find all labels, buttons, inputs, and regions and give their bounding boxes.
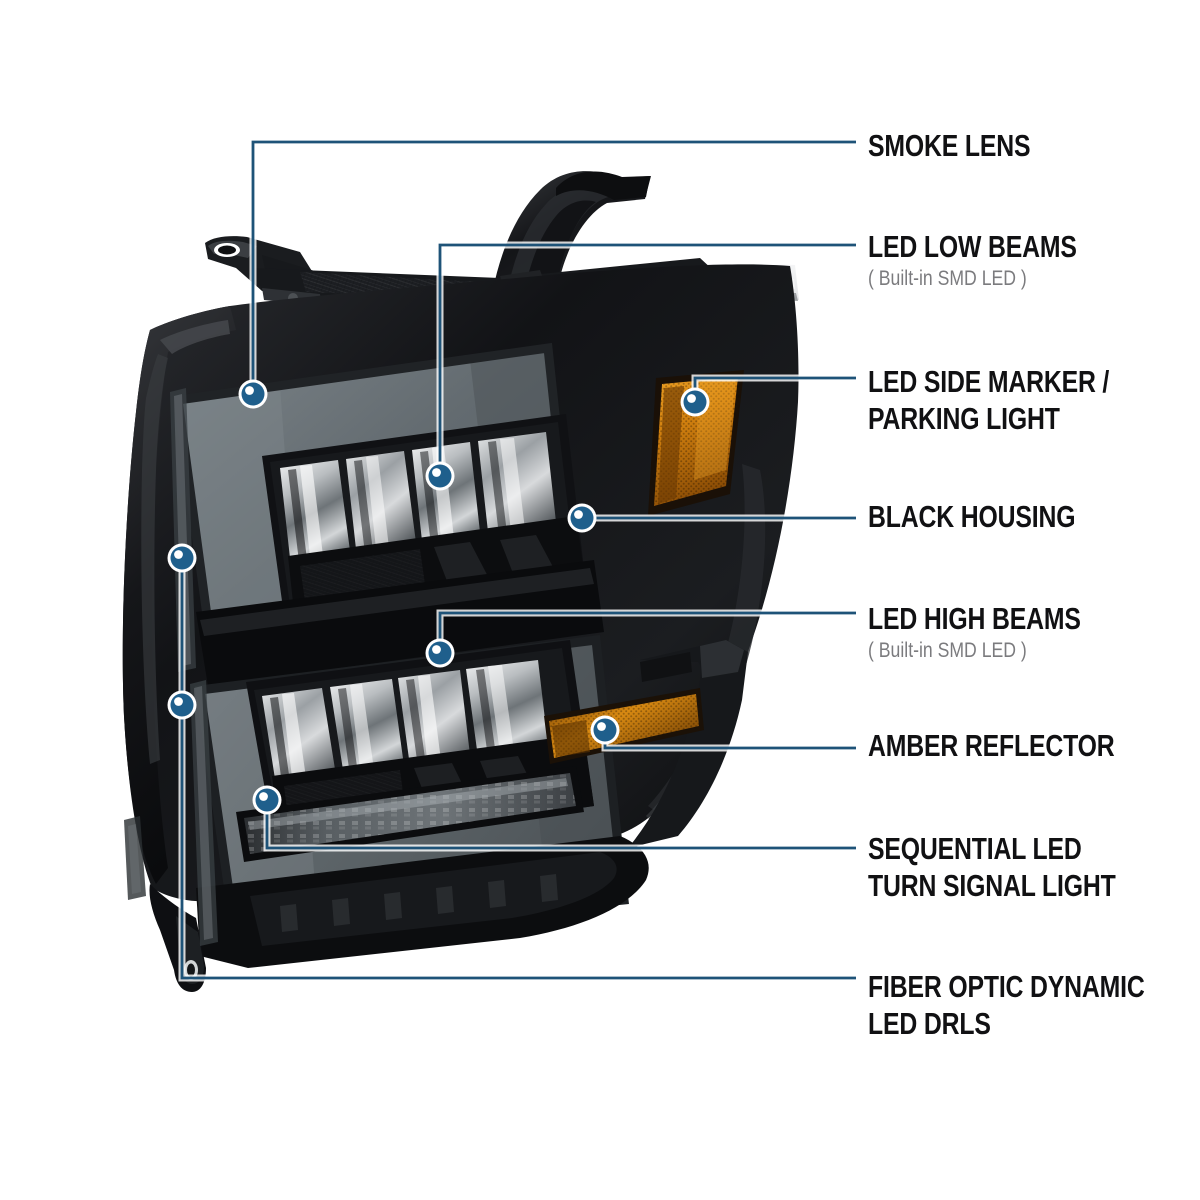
callout-label-sequential-turn-signal: SEQUENTIAL LED TURN SIGNAL LIGHT [868,830,1177,904]
leader-led-low-beams [438,243,856,476]
marker-fiber-optic-drl-upper[interactable] [167,543,197,573]
marker-smoke-lens[interactable] [238,379,268,409]
callout-title-led-low-beams: LED LOW BEAMS [868,229,1077,264]
marker-led-high-beams[interactable] [425,638,455,668]
leader-sequential-turn-signal [265,800,856,850]
marker-led-low-beams[interactable] [425,461,455,491]
mid-divider-bar [196,560,604,686]
callout-title-sequential-turn-signal: SEQUENTIAL LED TURN SIGNAL LIGHT [868,831,1116,903]
callout-title-led-side-marker: LED SIDE MARKER / PARKING LIGHT [868,364,1110,436]
fiber-optic-drl-strip [124,388,218,946]
marker-led-side-marker[interactable] [680,387,710,417]
amber-side-marker [648,370,744,516]
callout-title-black-housing: BLACK HOUSING [868,499,1076,534]
callout-label-led-low-beams: LED LOW BEAMS ( Built-in SMD LED ) [868,228,1129,291]
callout-title-smoke-lens: SMOKE LENS [868,128,1031,163]
callout-sub-led-high-beams: ( Built-in SMD LED ) [868,639,1027,662]
callout-title-led-high-beams: LED HIGH BEAMS [868,601,1081,636]
right-outer-wing [628,640,748,848]
amber-reflector-lower [544,688,704,764]
leader-smoke-lens [251,140,856,394]
lower-skirt [196,836,649,968]
callout-sub-led-low-beams: ( Built-in SMD LED ) [868,267,1027,290]
sequential-led-turn-signal-bar [236,766,584,862]
marker-fiber-optic-drl-lower[interactable] [167,690,197,720]
callout-label-fiber-optic-drls: FIBER OPTIC DYNAMIC LED DRLS [868,968,1200,1042]
callout-title-amber-reflector: AMBER REFLECTOR [868,728,1115,763]
marker-amber-reflector[interactable] [590,715,620,745]
callout-label-smoke-lens: SMOKE LENS [868,127,1071,164]
callout-label-amber-reflector: AMBER REFLECTOR [868,727,1176,764]
callout-title-fiber-optic-drls: FIBER OPTIC DYNAMIC LED DRLS [868,969,1145,1041]
callout-label-led-high-beams: LED HIGH BEAMS ( Built-in SMD LED ) [868,600,1134,663]
marker-sequential-turn-signal[interactable] [252,785,282,815]
callout-label-black-housing: BLACK HOUSING [868,498,1127,535]
callout-label-led-side-marker: LED SIDE MARKER / PARKING LIGHT [868,363,1169,437]
callout-markers [167,379,710,815]
marker-black-housing[interactable] [567,503,597,533]
